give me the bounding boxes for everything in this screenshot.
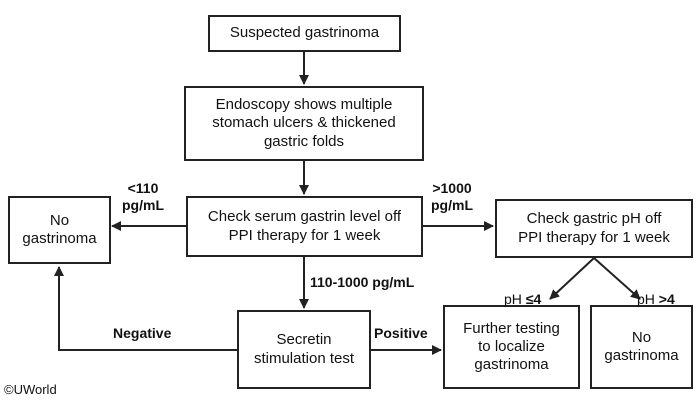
node-no-gastrinoma-right: No gastrinoma: [590, 305, 693, 389]
node-no-gastrinoma-right-text: No gastrinoma: [604, 328, 679, 364]
node-check-serum-gastrin-text: Check serum gastrin level off PPI therap…: [207, 208, 402, 244]
node-suspected-gastrinoma-text: Suspected gastrinoma: [229, 24, 380, 42]
edge-label-ph-gt4: pH >4: [637, 274, 675, 308]
edge-label-lt110: <110 pg/mL: [122, 180, 164, 214]
credit-text: ©UWorld: [4, 382, 57, 397]
node-no-gastrinoma-left-text: No gastrinoma: [22, 211, 97, 247]
node-secretin-stimulation: Secretin stimulation test: [237, 310, 371, 389]
edge-label-ph-le4: pH ≤4: [504, 274, 541, 308]
arrow-ph-to-no-gastrinoma: [593, 257, 641, 300]
edge-label-ph-gt4-prefix: pH: [637, 291, 659, 308]
arrow-ph-to-further: [549, 257, 595, 300]
node-suspected-gastrinoma: Suspected gastrinoma: [208, 15, 401, 52]
arrow-secretin-to-no-gastrinoma: [54, 266, 237, 351]
node-further-testing: Further testing to localize gastrinoma: [443, 305, 580, 389]
edge-label-ph-gt4-value: >4: [658, 291, 675, 308]
node-further-testing-text: Further testing to localize gastrinoma: [463, 319, 560, 374]
node-secretin-stimulation-text: Secretin stimulation test: [253, 331, 355, 367]
node-check-serum-gastrin: Check serum gastrin level off PPI therap…: [186, 196, 423, 257]
node-endoscopy: Endoscopy shows multiple stomach ulcers …: [184, 86, 424, 161]
node-check-gastric-ph-text: Check gastric pH off PPI therapy for 1 w…: [518, 210, 670, 246]
edge-label-gt1000: >1000 pg/mL: [431, 180, 473, 214]
node-no-gastrinoma-left: No gastrinoma: [8, 196, 111, 264]
edge-label-ph-le4-value: ≤4: [525, 291, 542, 308]
edge-label-positive: Positive: [374, 325, 428, 341]
edge-label-ph-le4-prefix: pH: [504, 291, 526, 308]
node-check-gastric-ph: Check gastric pH off PPI therapy for 1 w…: [495, 199, 693, 258]
node-endoscopy-text: Endoscopy shows multiple stomach ulcers …: [212, 96, 396, 150]
edge-label-negative: Negative: [113, 325, 172, 341]
edge-label-110-1000: 110-1000 pg/mL: [310, 274, 415, 290]
